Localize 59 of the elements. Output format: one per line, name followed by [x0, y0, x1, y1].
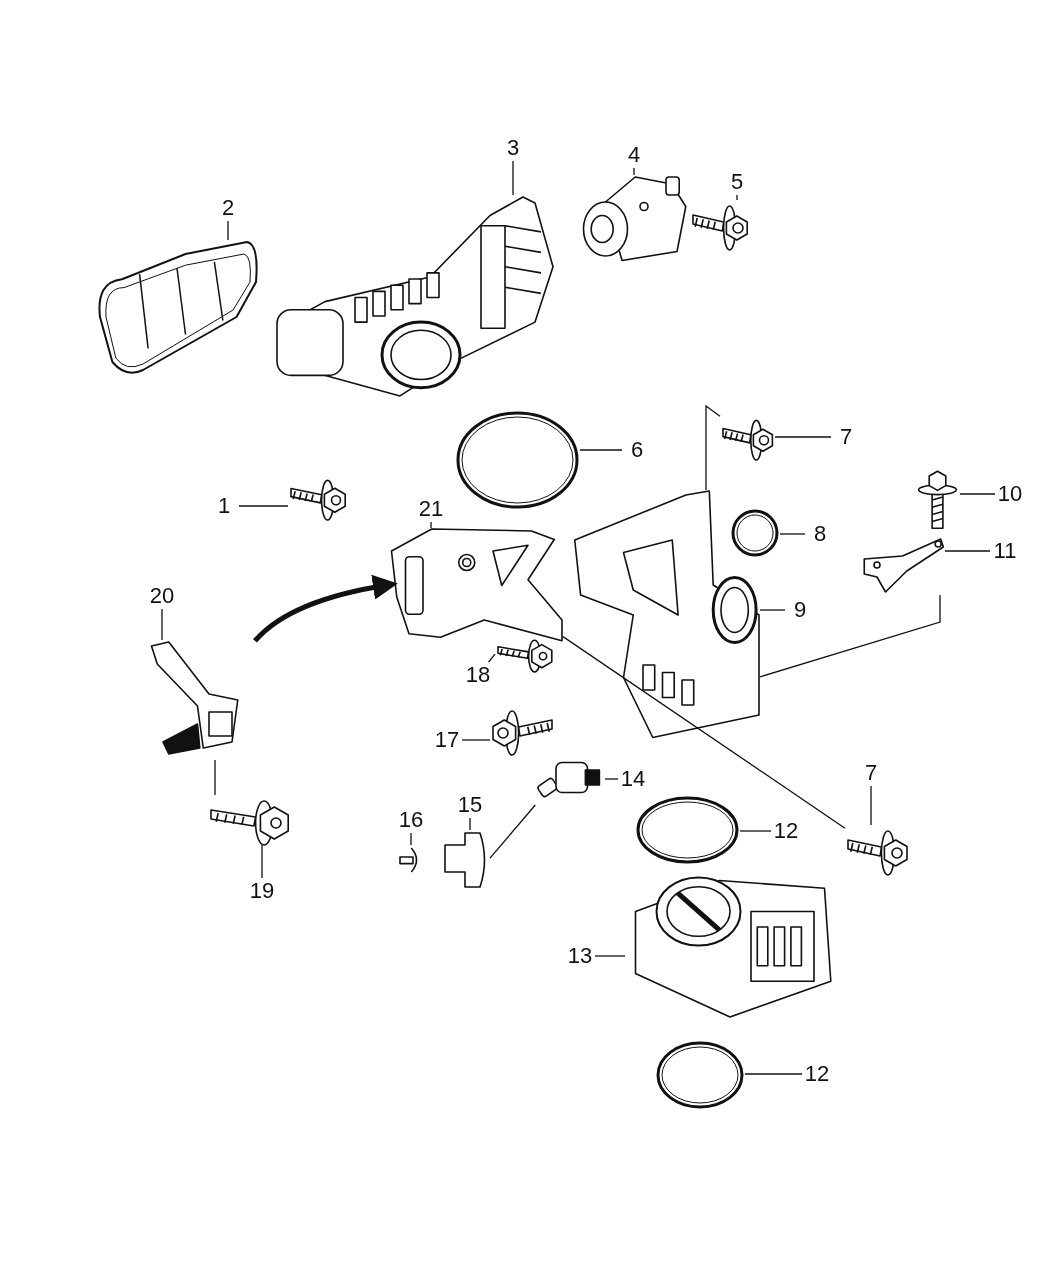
- callout-number: 4: [619, 142, 649, 168]
- seal-ring-drawing: [635, 795, 740, 865]
- leader-line: [944, 550, 991, 552]
- leader-line: [430, 521, 432, 529]
- callout-number: 19: [247, 878, 277, 904]
- bracket-drawing: [860, 535, 945, 595]
- callout-number: 16: [396, 807, 426, 833]
- callout-number: 12: [771, 818, 801, 844]
- callout-number: 17: [432, 727, 462, 753]
- arrow: [253, 575, 398, 643]
- callout-number: 1: [209, 493, 239, 519]
- leader-line: [562, 635, 846, 829]
- leader-line: [744, 1073, 803, 1075]
- callout-number: 20: [147, 583, 177, 609]
- seal-ring-drawing: [455, 410, 580, 510]
- leader-line: [261, 844, 263, 879]
- leader-line: [759, 609, 786, 611]
- leader-line: [238, 505, 289, 507]
- leader-line: [489, 804, 536, 859]
- leader-line: [227, 220, 229, 241]
- callout-number: 7: [856, 760, 886, 786]
- seal-ring-drawing: [730, 508, 780, 558]
- callout-number: 10: [995, 481, 1025, 507]
- leader-line: [512, 160, 514, 196]
- leader-line: [161, 608, 163, 641]
- leader-line: [779, 533, 806, 535]
- leader-line: [633, 167, 635, 176]
- leader-line: [469, 817, 471, 831]
- leader-line: [579, 449, 623, 451]
- leader-line: [461, 739, 491, 741]
- seal-ring-drawing: [655, 1040, 745, 1110]
- leader-line: [594, 955, 626, 957]
- callout-number: 13: [565, 943, 595, 969]
- bolt-drawing: [915, 470, 960, 530]
- callout-number: 2: [213, 195, 243, 221]
- callout-number: 21: [416, 496, 446, 522]
- leader-line: [736, 194, 738, 201]
- callout-number: 14: [618, 766, 648, 792]
- callout-number: 11: [990, 538, 1020, 564]
- callout-number: 5: [722, 169, 752, 195]
- leader-line: [410, 832, 412, 846]
- plate-drawing: [388, 528, 563, 643]
- callout-number: 8: [805, 521, 835, 547]
- leader-line: [759, 594, 941, 678]
- leader-line: [705, 404, 721, 491]
- callout-number: 18: [463, 662, 493, 688]
- leader-line: [739, 830, 772, 832]
- leader-line: [214, 759, 216, 796]
- leader-line: [487, 653, 496, 663]
- callout-number: 3: [498, 135, 528, 161]
- leader-line: [774, 436, 832, 438]
- callout-number: 7: [831, 424, 861, 450]
- callout-number: 12: [802, 1061, 832, 1087]
- leader-line: [870, 785, 872, 826]
- leader-line: [604, 778, 619, 780]
- callout-number: 6: [622, 437, 652, 463]
- callout-number: 15: [455, 792, 485, 818]
- callout-number: 9: [785, 597, 815, 623]
- leader-line: [959, 493, 996, 495]
